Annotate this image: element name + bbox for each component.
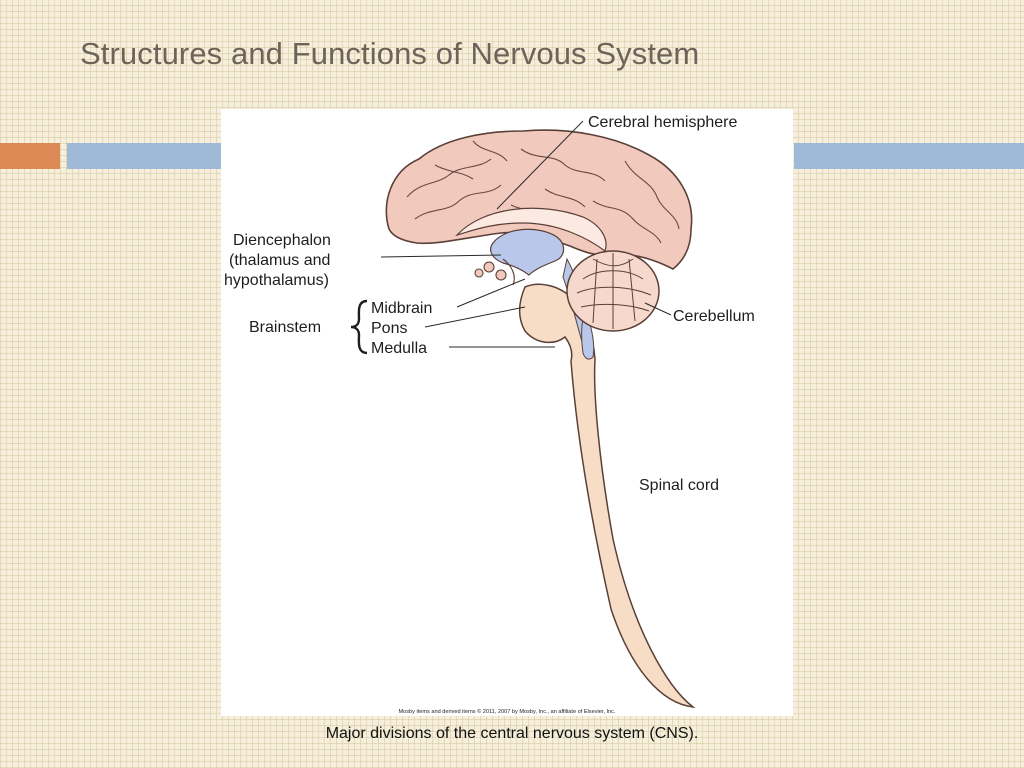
label-brainstem: Brainstem	[249, 319, 321, 336]
hypothalamus-pituitary	[474, 258, 515, 286]
brain-diagram-panel: Cerebral hemisphere Diencephalon (thalam…	[221, 109, 793, 716]
label-pons: Pons	[371, 320, 407, 337]
cerebrum-shape	[385, 129, 693, 270]
label-medulla: Medulla	[371, 340, 427, 357]
cerebellum-shape	[566, 250, 660, 332]
ventricle-shape	[490, 228, 565, 276]
leader-lines	[380, 120, 672, 348]
spinal-cord-shape	[519, 283, 696, 709]
accent-bar-blue-right	[794, 143, 1024, 169]
label-spinal-cord: Spinal cord	[639, 477, 719, 494]
brain-diagram: Cerebral hemisphere Diencephalon (thalam…	[224, 114, 755, 715]
label-midbrain: Midbrain	[371, 300, 432, 317]
accent-bar-orange	[0, 143, 60, 169]
label-diencephalon: Diencephalon	[233, 232, 331, 249]
label-cerebral-hemisphere: Cerebral hemisphere	[588, 114, 738, 131]
label-diencephalon-line2: (thalamus and	[229, 252, 330, 269]
accent-bar-blue-left	[67, 143, 221, 169]
figure-caption: Major divisions of the central nervous s…	[325, 725, 699, 742]
label-cerebellum: Cerebellum	[673, 308, 755, 325]
copyright-credit: Mosby items and derived items © 2011, 20…	[398, 708, 616, 715]
brainstem-brace	[350, 299, 368, 355]
label-diencephalon-line3: hypothalamus)	[224, 272, 329, 289]
slide-title: Structures and Functions of Nervous Syst…	[80, 36, 700, 71]
